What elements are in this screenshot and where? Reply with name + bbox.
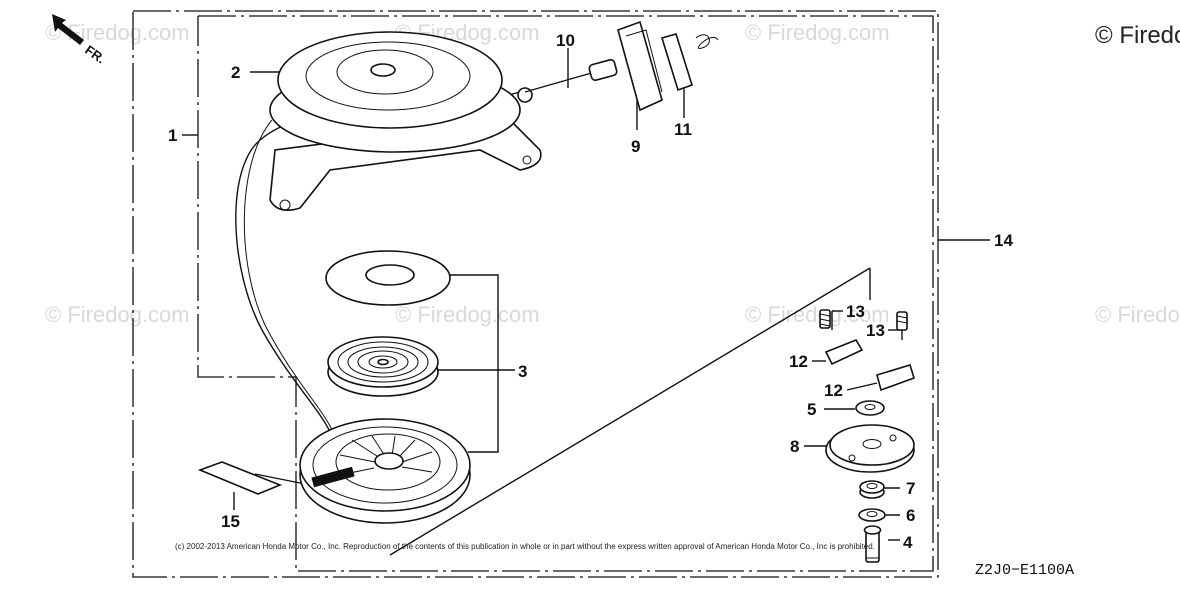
- callout-12b: 12: [824, 381, 843, 400]
- watermark: © Firedog.com: [395, 302, 540, 327]
- assembly-14-frame: [132, 10, 939, 578]
- friction-spring-7: [859, 480, 885, 499]
- callout-13b: 13: [866, 321, 885, 340]
- watermark: © Firedog.com: [745, 20, 890, 45]
- handle-grip-insert: [660, 33, 719, 92]
- callout-14: 14: [994, 231, 1013, 250]
- callout-2: 2: [231, 63, 240, 82]
- watermark: © Firedog.com: [45, 302, 190, 327]
- direction-label: FR.: [82, 42, 108, 66]
- caution-label: [197, 461, 283, 495]
- callout-1: 1: [168, 126, 177, 145]
- callout-12a: 12: [789, 352, 808, 371]
- assembly-1-frame: [197, 15, 934, 572]
- callouts: 1 2 3 4 5 6 7 8 9 10 11 12 12 13 13 14 1…: [168, 31, 1013, 552]
- watermark: © Firedog.com: [1095, 302, 1180, 327]
- callout-9: 9: [631, 137, 640, 156]
- callout-10: 10: [556, 31, 575, 50]
- callout-11: 11: [674, 120, 692, 139]
- watermark-top-right: © Firedog.com: [1095, 22, 1180, 49]
- callout-4: 4: [903, 533, 913, 552]
- recoil-starter-case: [269, 31, 542, 211]
- callout-15: 15: [221, 512, 240, 531]
- ratchet-spring-13a: [819, 309, 831, 329]
- setting-bolt-4: [863, 525, 882, 563]
- callout-6: 6: [906, 506, 915, 525]
- callout-7: 7: [906, 479, 915, 498]
- washer-6: [858, 508, 886, 522]
- friction-plate-8: [825, 424, 915, 473]
- callout-8: 8: [790, 437, 799, 456]
- callout-13a: 13: [846, 302, 865, 321]
- diagram-code: Z2J0−E1100A: [975, 562, 1074, 579]
- starter-handle: [524, 20, 663, 112]
- washer-5: [855, 400, 885, 416]
- copyright-notice: (c) 2002-2013 American Honda Motor Co., …: [175, 542, 875, 551]
- washer-plate: [325, 250, 451, 306]
- ratchet-12a: [824, 339, 864, 366]
- spiral-spring: [327, 336, 439, 397]
- starter-reel: [299, 418, 471, 524]
- starter-rope-strand: [243, 119, 333, 431]
- watermarks: © Firedog.com © Firedog.com © Firedog.co…: [45, 20, 1180, 327]
- ratchet-spring-13b: [896, 311, 908, 331]
- callout-3: 3: [518, 362, 527, 381]
- callout-5: 5: [807, 400, 816, 419]
- watermark: © Firedog.com: [745, 302, 890, 327]
- ratchet-12b: [876, 364, 915, 392]
